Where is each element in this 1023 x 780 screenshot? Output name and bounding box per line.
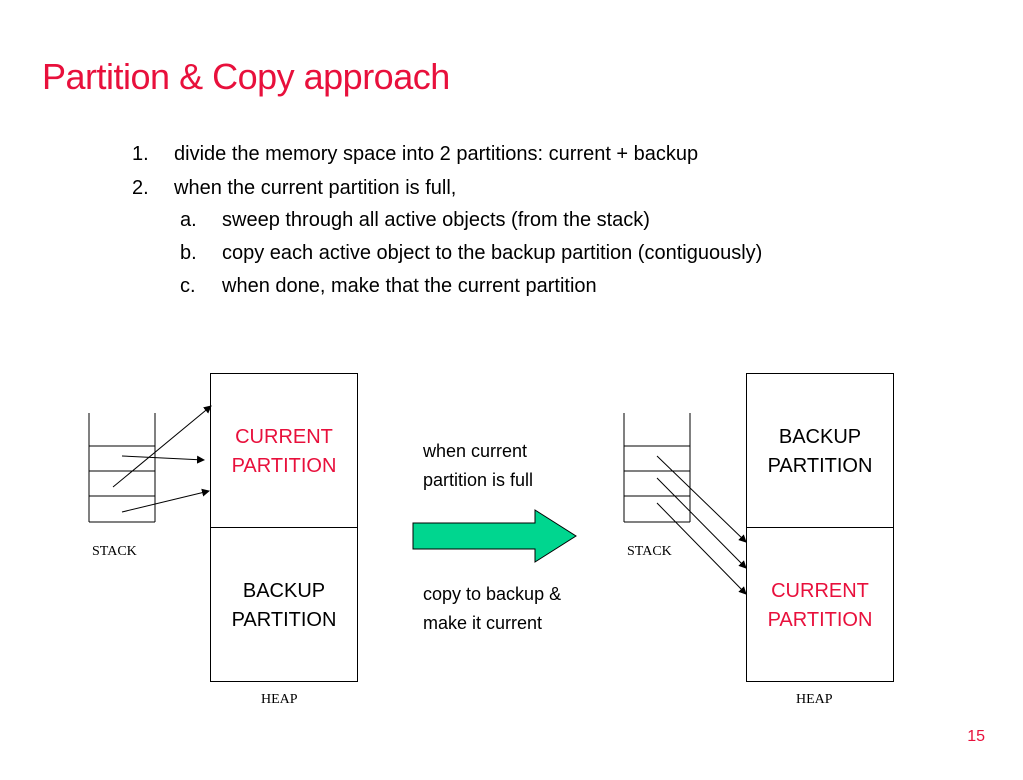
left-backup-label-line2: PARTITION bbox=[231, 609, 337, 631]
step-2: 2. when the current partition is full, bbox=[132, 176, 772, 200]
left-current-label-line1: CURRENT bbox=[235, 426, 333, 448]
right-current-label: CURRENT PARTITION bbox=[746, 577, 894, 635]
left-backup-label-line1: BACKUP bbox=[242, 580, 326, 602]
left-stack-label: STACK bbox=[92, 544, 137, 559]
caption-copy-to-backup: copy to backup & make it current bbox=[423, 580, 561, 638]
caption-when-full-line1: when current bbox=[423, 441, 528, 461]
left-heap-bottom-partition bbox=[210, 527, 358, 682]
left-heap-label: HEAP bbox=[261, 692, 298, 707]
substep-a-letter: a. bbox=[180, 209, 197, 231]
left-current-label: CURRENT PARTITION bbox=[210, 423, 358, 481]
caption-copy-line1: copy to backup & bbox=[423, 584, 562, 604]
right-heap-top-partition bbox=[746, 373, 894, 528]
left-pointer-1 bbox=[112, 405, 212, 488]
left-heap-top-partition bbox=[210, 373, 358, 528]
right-heap-bottom-partition bbox=[746, 527, 894, 682]
right-stack bbox=[623, 413, 691, 523]
substep-a: a. sweep through all active objects (fro… bbox=[180, 208, 840, 232]
right-backup-label: BACKUP PARTITION bbox=[746, 423, 894, 481]
right-stack-pointers bbox=[656, 455, 747, 595]
step-1: 1. divide the memory space into 2 partit… bbox=[132, 142, 772, 166]
right-pointer-2 bbox=[656, 477, 747, 569]
step-2-number: 2. bbox=[132, 177, 149, 199]
left-stack-pointers bbox=[112, 405, 212, 513]
step-2-text: when the current partition is full, bbox=[174, 177, 457, 199]
step-1-text: divide the memory space into 2 partition… bbox=[174, 143, 699, 165]
left-pointer-2 bbox=[121, 455, 205, 464]
substep-a-text: sweep through all active objects (from t… bbox=[222, 209, 650, 231]
right-current-label-line1: CURRENT bbox=[771, 580, 869, 602]
right-stack-label: STACK bbox=[627, 544, 672, 559]
substep-c-letter: c. bbox=[180, 275, 196, 297]
left-pointer-3 bbox=[121, 488, 210, 513]
substep-b-text: copy each active object to the backup pa… bbox=[222, 242, 763, 264]
caption-copy-line2: make it current bbox=[423, 613, 543, 633]
caption-when-full: when current partition is full bbox=[423, 437, 533, 495]
right-pointer-1 bbox=[656, 455, 747, 543]
caption-when-full-line2: partition is full bbox=[423, 470, 534, 490]
page-number: 15 bbox=[967, 728, 985, 745]
substep-c-text: when done, make that the current partiti… bbox=[222, 275, 597, 297]
substep-b: b. copy each active object to the backup… bbox=[180, 241, 840, 265]
left-backup-label: BACKUP PARTITION bbox=[210, 577, 358, 635]
left-stack bbox=[88, 413, 156, 523]
right-backup-label-line1: BACKUP bbox=[778, 426, 862, 448]
step-1-number: 1. bbox=[132, 143, 149, 165]
transition-arrow-icon bbox=[412, 509, 577, 563]
slide-title: Partition & Copy approach bbox=[42, 56, 450, 97]
substep-c: c. when done, make that the current part… bbox=[180, 274, 840, 298]
right-pointer-3 bbox=[656, 502, 747, 595]
right-current-label-line2: PARTITION bbox=[767, 609, 873, 631]
substep-b-letter: b. bbox=[180, 242, 197, 264]
right-heap-label: HEAP bbox=[796, 692, 833, 707]
right-backup-label-line2: PARTITION bbox=[767, 455, 873, 477]
left-current-label-line2: PARTITION bbox=[231, 455, 337, 477]
